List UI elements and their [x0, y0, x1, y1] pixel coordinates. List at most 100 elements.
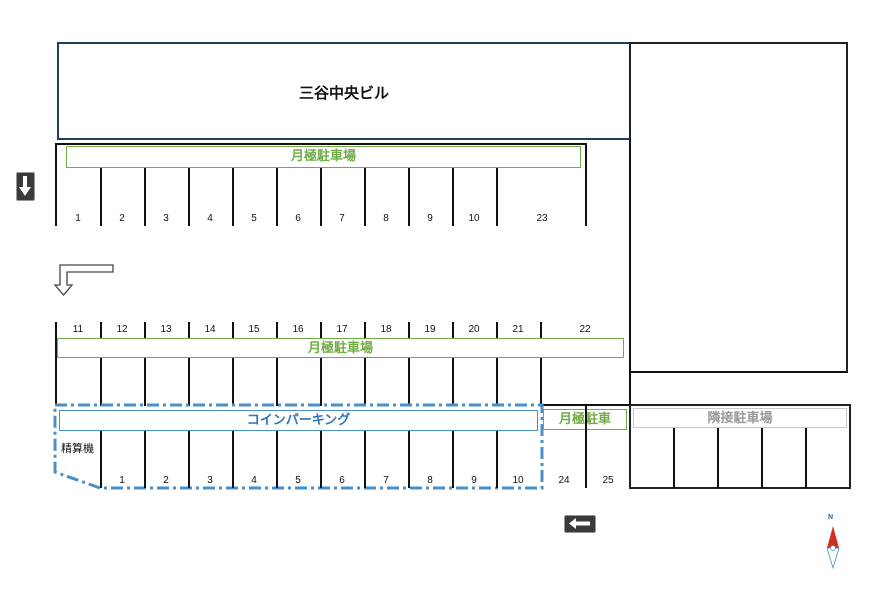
coin-space-8[interactable]: 8: [427, 475, 433, 486]
middle-row-left-line: [55, 322, 57, 406]
space-divider: [276, 322, 278, 338]
space-divider: [188, 168, 190, 226]
space-25[interactable]: 25: [602, 475, 614, 486]
space-21[interactable]: 21: [512, 324, 524, 335]
coin-space-4[interactable]: 4: [251, 475, 257, 486]
space-divider: [452, 431, 454, 488]
space-divider: [320, 168, 322, 226]
space-divider: [408, 431, 410, 488]
space-divider: [408, 168, 410, 226]
space-divider: [188, 322, 190, 338]
payment-machine-label: 精算機: [61, 443, 94, 455]
space-18[interactable]: 18: [380, 324, 392, 335]
space-divider: [408, 322, 410, 338]
space-divider: [144, 322, 146, 338]
space-divider: [496, 322, 498, 338]
top-row-right-line: [585, 143, 587, 226]
space-divider: [496, 358, 498, 406]
space-divider: [320, 322, 322, 338]
coin-space-9[interactable]: 9: [471, 475, 477, 486]
space-10[interactable]: 10: [468, 213, 480, 224]
right-lot-bottom-line: [629, 371, 848, 373]
space-divider: [408, 358, 410, 406]
space-8[interactable]: 8: [383, 213, 389, 224]
adjacent-parking-label: 隣接駐車場: [633, 408, 847, 428]
space-divider: [144, 168, 146, 226]
coin-space-2[interactable]: 2: [163, 475, 169, 486]
space-divider: [100, 431, 102, 488]
space-divider: [496, 168, 498, 226]
coin-parking-area: [52, 402, 547, 492]
adjacent-parking-outline: [629, 404, 851, 489]
top-row-top-line: [55, 143, 587, 145]
space-divider: [232, 322, 234, 338]
top-row-monthly-label: 月極駐車場: [66, 146, 581, 168]
space-divider: [320, 358, 322, 406]
space-23[interactable]: 23: [536, 213, 548, 224]
coin-space-10[interactable]: 10: [512, 475, 524, 486]
space-16[interactable]: 16: [292, 324, 304, 335]
space-divider: [100, 168, 102, 226]
space-17[interactable]: 17: [336, 324, 348, 335]
space-divider: [452, 168, 454, 226]
coin-space-6[interactable]: 6: [339, 475, 345, 486]
space-divider: [276, 358, 278, 406]
space-1[interactable]: 1: [75, 213, 81, 224]
adjacent-space-divider: [805, 428, 807, 488]
space-4[interactable]: 4: [207, 213, 213, 224]
adjacent-space-divider: [717, 428, 719, 488]
space-15[interactable]: 15: [248, 324, 260, 335]
space-divider: [452, 322, 454, 338]
space-divider: [320, 431, 322, 488]
space-9[interactable]: 9: [427, 213, 433, 224]
space-divider: [188, 358, 190, 406]
space-12[interactable]: 12: [116, 324, 128, 335]
turn-down-arrow-icon: [52, 263, 116, 299]
building-mitani-chuo: 三谷中央ビル: [57, 42, 631, 140]
down-arrow-sign-icon: [16, 172, 35, 201]
space-divider: [364, 168, 366, 226]
coin-space-7[interactable]: 7: [383, 475, 389, 486]
space-24[interactable]: 24: [558, 475, 570, 486]
space-2[interactable]: 2: [119, 213, 125, 224]
space-divider: [144, 431, 146, 488]
space-22[interactable]: 22: [579, 324, 591, 335]
space-divider: [100, 358, 102, 406]
adjacent-space-divider: [761, 428, 763, 488]
right-lot-outline: [629, 42, 848, 373]
space-divider: [364, 358, 366, 406]
coin-space-5[interactable]: 5: [295, 475, 301, 486]
space-5[interactable]: 5: [251, 213, 257, 224]
space-6[interactable]: 6: [295, 213, 301, 224]
space-divider: [276, 431, 278, 488]
divider-24-25: [585, 404, 587, 488]
space-14[interactable]: 14: [204, 324, 216, 335]
top-row-left-line: [55, 143, 57, 226]
space-divider: [496, 431, 498, 488]
right-divider-line: [629, 140, 631, 488]
compass-north-label: N: [828, 514, 834, 521]
space-divider: [540, 322, 542, 338]
coin-space-3[interactable]: 3: [207, 475, 213, 486]
space-divider: [144, 358, 146, 406]
middle-row-monthly-label: 月極駐車場: [57, 338, 624, 358]
adjacent-space-divider: [673, 428, 675, 488]
space-divider: [540, 358, 542, 406]
space-divider: [232, 431, 234, 488]
coin-parking-label: コインパーキング: [59, 410, 538, 431]
coin-space-1[interactable]: 1: [119, 475, 125, 486]
space-divider: [452, 358, 454, 406]
space-divider: [100, 322, 102, 338]
space-11[interactable]: 11: [72, 324, 84, 335]
space-divider: [364, 431, 366, 488]
space-divider: [188, 431, 190, 488]
space-13[interactable]: 13: [160, 324, 172, 335]
space-divider: [276, 168, 278, 226]
space-19[interactable]: 19: [424, 324, 436, 335]
space-20[interactable]: 20: [468, 324, 480, 335]
space-7[interactable]: 7: [339, 213, 345, 224]
space-3[interactable]: 3: [163, 213, 169, 224]
building-name: 三谷中央ビル: [298, 85, 389, 102]
space-divider: [232, 168, 234, 226]
left-arrow-sign-icon: [564, 515, 596, 533]
